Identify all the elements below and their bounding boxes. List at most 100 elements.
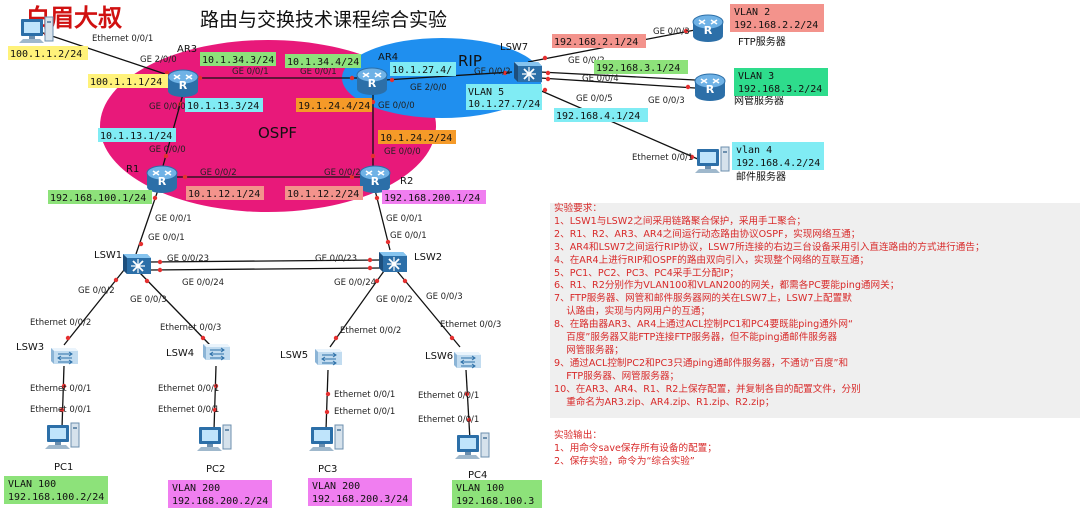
ip-tag-bg bbox=[734, 68, 828, 96]
mail-server-icon bbox=[694, 146, 730, 174]
requirement-item: 网管服务器； bbox=[554, 344, 624, 356]
requirements-heading: 实验要求： bbox=[554, 203, 602, 214]
ip-tag: 10.1.12.1/24 bbox=[188, 189, 260, 200]
port-label: GE 0/0/5 bbox=[576, 94, 613, 104]
port-label: GE 0/0/0 bbox=[149, 102, 186, 112]
port-label: GE 0/0/2 bbox=[324, 168, 361, 178]
ip-tag: 192.168.200.1/24 bbox=[384, 193, 480, 204]
link-pc0-ar3 bbox=[39, 31, 178, 79]
port-dot bbox=[113, 277, 119, 283]
device-label: 网管服务器 bbox=[734, 94, 784, 107]
lsw4-switch-icon bbox=[202, 343, 231, 361]
ip-tag-bg bbox=[390, 62, 456, 76]
ip-tag: 10.1.27.7/24 bbox=[468, 99, 540, 110]
port-dot bbox=[542, 87, 548, 93]
outputs-heading: 实验输出： bbox=[554, 430, 602, 441]
ip-tag-bg bbox=[466, 84, 542, 110]
requirement-item: 7、FTP服务器、网管和邮件服务器网的关在LSW7上，LSW7上配置默 bbox=[554, 293, 852, 305]
port-label: GE 0/0/1 bbox=[390, 231, 427, 241]
rip-area-label: RIP bbox=[458, 52, 482, 70]
port-dot bbox=[157, 259, 163, 265]
requirement-item: 5、PC1、PC2、PC3、PC4采手工分配IP； bbox=[554, 267, 740, 279]
link-lsw4-pc2 bbox=[213, 365, 217, 431]
port-dot bbox=[367, 257, 373, 263]
port-label: Ethernet 0/0/1 bbox=[92, 34, 153, 44]
port-label: Ethernet 0/0/1 bbox=[158, 405, 219, 415]
ip-tag-bg bbox=[88, 74, 168, 88]
ip-tag-bg bbox=[554, 108, 648, 122]
ip-tag: VLAN 200 bbox=[312, 481, 360, 492]
device-label: AR4 bbox=[378, 52, 398, 63]
port-dot bbox=[59, 407, 65, 413]
ip-tag-bg bbox=[200, 52, 276, 66]
port-dot bbox=[61, 383, 67, 389]
device-label: LSW4 bbox=[166, 348, 194, 359]
link-lsw1-lsw4 bbox=[139, 272, 211, 346]
ip-tag: 192.168.100.3 bbox=[456, 496, 534, 507]
lsw7-switch-icon bbox=[513, 61, 543, 83]
requirement-item: 3、AR4和LSW7之间运行RIP协议，LSW7所连接的右边三台设备采用引入直连… bbox=[554, 241, 985, 253]
link-lsw7-mail bbox=[529, 85, 701, 161]
port-dot bbox=[464, 391, 470, 397]
device-label: PC1 bbox=[54, 462, 73, 473]
ip-tag: 192.168.2.1/24 bbox=[554, 37, 638, 48]
ip-tag: 10.1.34.4/24 bbox=[287, 57, 359, 68]
device-label: AR3 bbox=[177, 44, 197, 55]
port-dot bbox=[545, 76, 551, 82]
port-label: GE 0/0/1 bbox=[300, 67, 337, 77]
port-dot bbox=[152, 195, 158, 201]
link-lsw5-pc3 bbox=[325, 369, 329, 431]
port-dot bbox=[502, 70, 508, 76]
lsw2-switch-icon bbox=[378, 251, 408, 273]
port-dot bbox=[374, 278, 380, 284]
requirement-item: 8、在路由器AR3、AR4上通过ACL控制PC1和PC4要既能ping通外网“ bbox=[554, 319, 853, 331]
port-label: Ethernet 0/0/3 bbox=[440, 320, 501, 330]
port-label: Ethernet 0/0/1 bbox=[418, 415, 479, 425]
port-label: Ethernet 0/0/1 bbox=[30, 384, 91, 394]
port-label: GE 0/0/3 bbox=[130, 295, 167, 305]
pc3-icon bbox=[308, 424, 344, 452]
port-dot bbox=[466, 417, 472, 423]
page-title: 路由与交换技术课程综合实验 bbox=[200, 9, 447, 31]
requirements-panel: 实验要求： 1、LSW1与LSW2之间采用链路聚合保护，采用手工聚合； 2、R1… bbox=[550, 203, 1080, 418]
ip-tag-bg bbox=[452, 480, 542, 508]
ip-tag: 192.168.100.1/24 bbox=[50, 193, 146, 204]
port-label: GE 0/0/2 bbox=[376, 295, 413, 305]
output-item: 1、用命令save保存所有设备的配置； bbox=[554, 442, 717, 454]
link-lsw1-lsw3 bbox=[63, 269, 125, 346]
device-label: R2 bbox=[400, 176, 413, 187]
ip-tag: 192.168.3.2/24 bbox=[738, 84, 822, 95]
ip-tag: 10.1.24.2/24 bbox=[380, 133, 452, 144]
ip-tag: 19.1.24.4/24 bbox=[298, 101, 370, 112]
r1-router-icon bbox=[146, 165, 178, 194]
ip-tag-bg bbox=[48, 190, 152, 204]
requirement-item: 9、通过ACL控制PC2和PC3只通ping通邮件服务器，不通访“百度”和 bbox=[554, 357, 849, 369]
ip-tag: 192.168.4.1/24 bbox=[556, 111, 640, 122]
requirement-item: 百度”服务器又能FTP连接FTP服务器，但不能ping通邮件服务器 bbox=[554, 332, 838, 344]
ip-tag-bg bbox=[98, 128, 176, 142]
link-lsw2-lsw6 bbox=[396, 270, 461, 348]
ip-tag: 192.168.200.3/24 bbox=[312, 494, 408, 505]
port-label: GE 0/0/0 bbox=[384, 147, 421, 157]
device-label: LSW3 bbox=[16, 342, 44, 353]
port-dot bbox=[385, 239, 391, 245]
port-label: GE 0/0/1 bbox=[232, 67, 269, 77]
port-dot bbox=[144, 278, 150, 284]
device-label: PC2 bbox=[206, 464, 225, 475]
port-label: Ethernet 0/0/1 bbox=[30, 405, 91, 415]
ip-tags: 100.1.1.2/24 100.1.1.1/24 10.1.34.3/24 1… bbox=[4, 4, 828, 508]
link-lsw2-lsw5 bbox=[329, 270, 385, 348]
port-label: Ethernet 0/0/1 bbox=[632, 153, 693, 163]
ftp-server-icon bbox=[692, 14, 724, 43]
port-dot bbox=[197, 75, 203, 81]
port-label: GE 0/0/2 bbox=[78, 286, 115, 296]
ip-tag-bg bbox=[552, 34, 646, 48]
ip-tag-bg bbox=[730, 4, 824, 32]
device-label: FTP服务器 bbox=[738, 35, 786, 48]
port-dot bbox=[65, 335, 71, 341]
ip-tag: VLAN 100 bbox=[456, 483, 504, 494]
requirement-item: 2、R1、R2、AR3、AR4之间运行动态路由协议OSPF，实现网络互通； bbox=[554, 228, 861, 240]
port-dot bbox=[685, 84, 691, 90]
ip-tag-bg bbox=[8, 46, 88, 60]
